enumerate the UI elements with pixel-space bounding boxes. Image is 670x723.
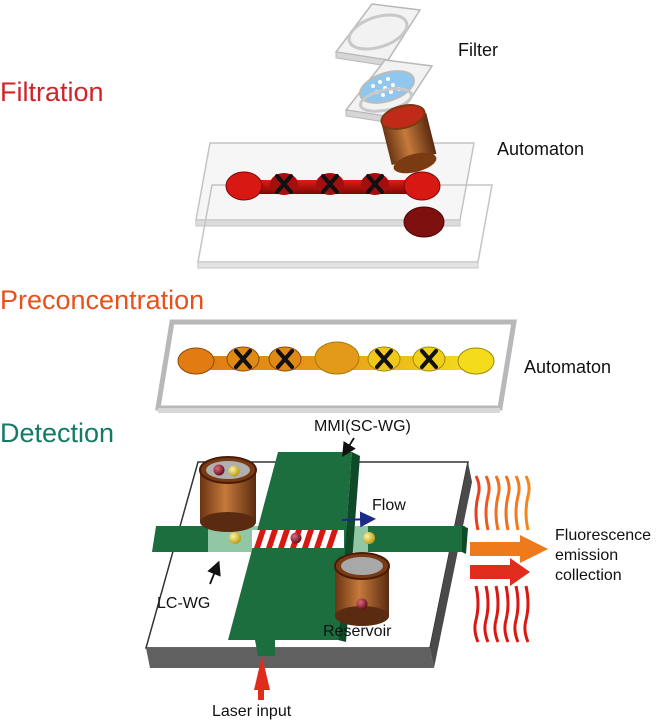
detection-channel bbox=[252, 530, 344, 548]
laser-arrow bbox=[254, 656, 270, 700]
label-reservoir: Reservoir bbox=[323, 623, 392, 640]
flow-arrow bbox=[341, 511, 376, 528]
label-lc-wg: LC-WG bbox=[157, 595, 210, 612]
filtration-chip bbox=[195, 104, 493, 269]
label-flow: Flow bbox=[372, 497, 406, 514]
label-fluorescence-1: Fluorescence bbox=[555, 527, 651, 544]
section-detection: Detection bbox=[0, 418, 114, 448]
label-mmi: MMI(SC-WG) bbox=[314, 418, 411, 435]
preconcentration-chip bbox=[155, 319, 517, 413]
section-preconcentration: Preconcentration bbox=[0, 285, 204, 315]
lc-wg-pointer-arrow bbox=[207, 560, 221, 585]
label-fluorescence-2: emission bbox=[555, 547, 618, 564]
label-automaton-mid: Automaton bbox=[524, 357, 611, 377]
fluorescence-emission bbox=[470, 475, 548, 643]
valve-cross-icon bbox=[234, 349, 438, 369]
label-filter: Filter bbox=[458, 40, 498, 60]
reservoir-right bbox=[334, 552, 390, 626]
detection-chip bbox=[145, 452, 472, 668]
filter-stack bbox=[334, 3, 434, 125]
label-automaton-top: Automaton bbox=[497, 139, 584, 159]
label-laser-input: Laser input bbox=[212, 703, 292, 720]
section-filtration: Filtration bbox=[0, 77, 104, 107]
label-fluorescence-3: collection bbox=[555, 567, 622, 584]
reservoir-left bbox=[199, 456, 257, 532]
mmi-pointer-arrow bbox=[342, 437, 356, 458]
valve-cross-icon bbox=[275, 174, 384, 194]
